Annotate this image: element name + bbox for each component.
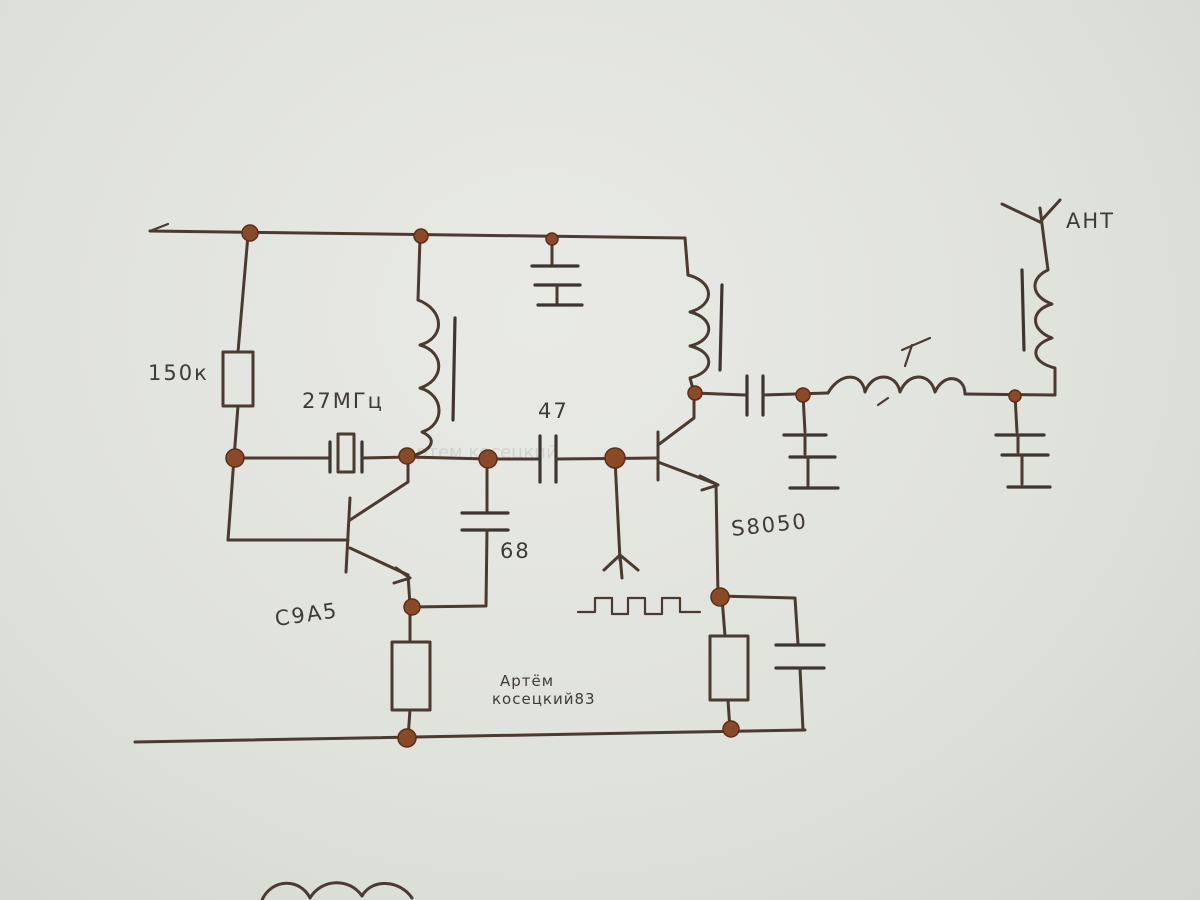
antenna-icon	[1000, 198, 1062, 242]
resistor-q1-emitter	[390, 605, 432, 740]
label-q2: S8050	[730, 509, 809, 541]
label-antenna: АНТ	[1066, 209, 1115, 233]
antenna-coil	[1020, 238, 1057, 397]
label-crystal: 27МГц	[302, 389, 384, 413]
partial-sketch-bottom	[260, 881, 414, 900]
q2-emitter-rc	[708, 594, 826, 732]
label-author-line1: Артём	[500, 672, 554, 690]
label-author-line2: косецкий83	[492, 690, 596, 708]
tank-coil	[406, 236, 457, 459]
crystal-27mhz	[232, 432, 410, 474]
label-c-coupling: 47	[538, 399, 569, 423]
label-r1: 150к	[148, 361, 209, 385]
transistor-q2	[656, 391, 720, 598]
label-c-feedback: 68	[500, 539, 531, 563]
capacitor-shunt-2	[994, 393, 1052, 489]
capacitor-shunt-1	[782, 393, 840, 490]
transistor-q1	[344, 455, 412, 607]
label-q1: С9А5	[273, 598, 339, 631]
capacitor-supply-bypass	[530, 236, 584, 307]
capacitor-68	[406, 455, 510, 609]
junction-dots	[225, 224, 1022, 748]
ground-rail	[133, 728, 807, 744]
input-pulse	[576, 457, 702, 616]
collector-coil	[683, 236, 724, 395]
resistor-150k	[221, 233, 255, 542]
